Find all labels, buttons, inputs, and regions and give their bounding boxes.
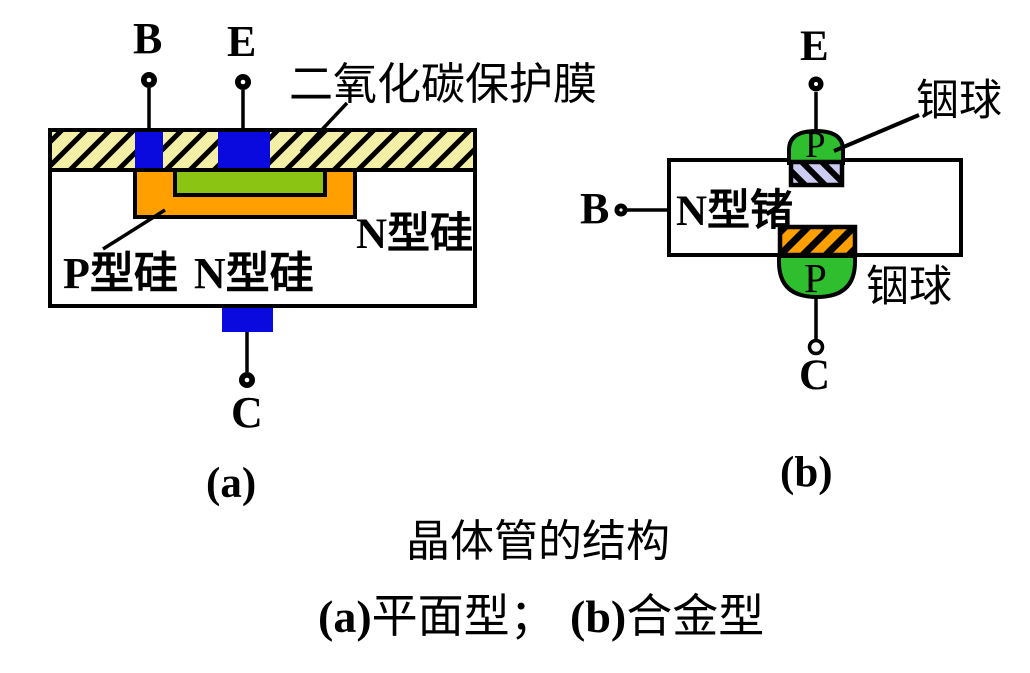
a-collector-contact <box>222 308 273 332</box>
b-terminal-e-label: E <box>800 23 829 70</box>
b-alloy-region-bottom <box>777 224 858 258</box>
a-base-node <box>141 72 157 88</box>
figure-subtitle-a-text: 平面型； <box>371 591 556 642</box>
figure-subtitle-b: (b)合金型 <box>570 591 765 642</box>
figure-subtitle-a: (a)平面型； <box>318 591 556 642</box>
b-terminal-b-label: B <box>580 184 610 233</box>
a-terminal-c-label: C <box>231 388 263 437</box>
a-caption: (a) <box>206 460 257 507</box>
a-collector-node <box>239 372 255 388</box>
a-emitter-node <box>235 74 251 90</box>
figure-subtitle-b-text: 合金型 <box>626 591 765 642</box>
b-p-top-label: P <box>805 125 826 166</box>
a-terminal-e-label: E <box>227 17 257 66</box>
b-indium-ball-top-label: 铟球 <box>916 78 1002 125</box>
a-region-labels: P型硅 N型硅 <box>63 249 314 298</box>
b-indium-leader-line <box>833 113 920 153</box>
a-n-silicon-label: N型硅 <box>193 249 314 298</box>
a-protective-film-label: 二氧化碳保护膜 <box>289 60 597 109</box>
b-caption: (b) <box>780 449 833 496</box>
a-film-leader-line <box>299 101 349 154</box>
a-emitter-contact <box>218 132 270 169</box>
b-collector-node <box>807 338 825 356</box>
figure-title: 晶体管的结构 <box>406 517 670 566</box>
a-p-silicon-leader-line <box>102 208 166 251</box>
b-terminal-c-label: C <box>799 352 831 399</box>
a-p-silicon-label: P型硅 <box>63 249 178 298</box>
a-terminal-b-label: B <box>133 14 163 63</box>
figure-subtitle-b-prefix: (b) <box>570 591 627 642</box>
b-emitter-node <box>808 76 824 92</box>
b-p-bottom-label: P <box>804 255 827 301</box>
a-n-substrate-label: N型硅 <box>356 211 474 258</box>
b-alloy-region-top <box>788 159 845 188</box>
b-indium-ball-bottom-label: 铟球 <box>866 264 952 311</box>
a-base-contact <box>135 132 163 169</box>
b-indium-ball-bottom <box>777 254 857 300</box>
b-n-germanium-label: N型锗 <box>676 188 794 235</box>
figure-subtitle-a-prefix: (a) <box>318 591 372 642</box>
a-n-emitter-region <box>173 168 327 197</box>
b-base-node <box>614 203 628 217</box>
